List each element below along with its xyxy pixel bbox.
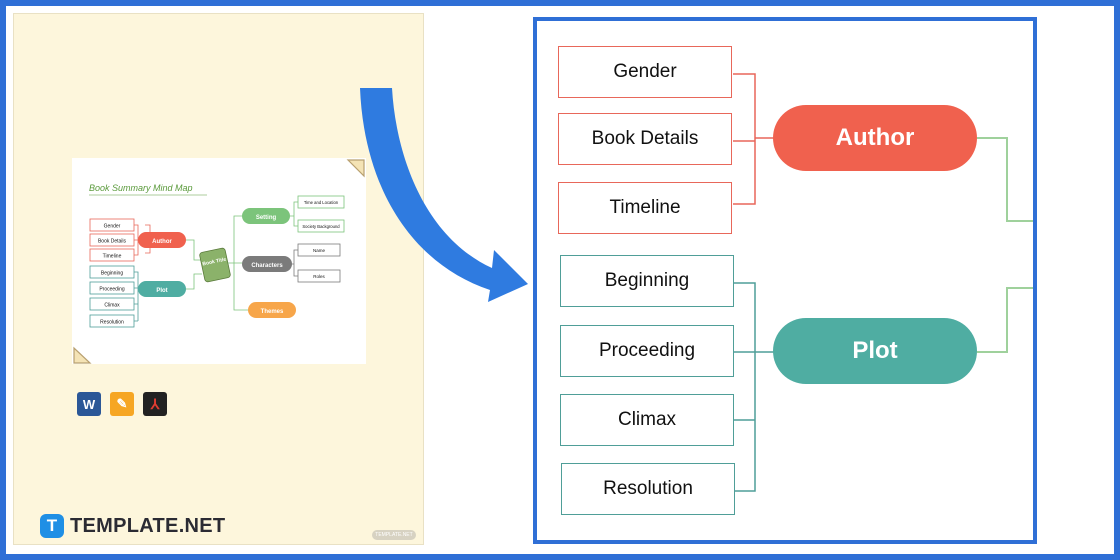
climax-box: Climax bbox=[560, 394, 734, 446]
thumb-themes: Themes bbox=[261, 309, 284, 315]
thumb-climax: Climax bbox=[104, 303, 120, 309]
zoom-arrow-icon bbox=[360, 88, 528, 302]
word-icon[interactable]: W bbox=[77, 392, 101, 416]
brand-name: TEMPLATE.NET bbox=[70, 514, 226, 537]
thumb-time-location: Time and Location bbox=[304, 200, 339, 205]
timeline-box: Timeline bbox=[558, 182, 732, 234]
book-details-box: Book Details bbox=[558, 113, 732, 165]
thumb-resolution: Resolution bbox=[100, 320, 124, 326]
thumb-author: Author bbox=[152, 239, 172, 245]
thumb-center: Book Title bbox=[202, 257, 227, 268]
file-format-icons: W ✎ ⅄ bbox=[77, 392, 167, 416]
thumb-timeline: Timeline bbox=[103, 254, 122, 260]
brand-mark-icon: T bbox=[40, 514, 64, 538]
thumb-characters: Characters bbox=[251, 263, 283, 269]
plot-node: Plot bbox=[773, 318, 977, 384]
pages-icon[interactable]: ✎ bbox=[110, 392, 134, 416]
proceeding-box: Proceeding bbox=[560, 325, 734, 377]
corner-marker-top bbox=[346, 159, 365, 178]
thumb-gender: Gender bbox=[104, 224, 121, 230]
thumb-name: Name bbox=[313, 248, 326, 253]
book-title-icon: Book Title bbox=[199, 247, 231, 283]
small-watermark: TEMPLATE.NET bbox=[372, 530, 416, 540]
thumb-beginning: Beginning bbox=[101, 271, 123, 277]
thumb-plot: Plot bbox=[156, 288, 167, 294]
beginning-box: Beginning bbox=[560, 255, 734, 307]
thumb-roles: Roles bbox=[313, 274, 325, 279]
thumb-book-details: Book Details bbox=[98, 239, 127, 245]
pdf-icon[interactable]: ⅄ bbox=[143, 392, 167, 416]
thumb-setting: Setting bbox=[256, 215, 277, 221]
brand-logo[interactable]: T TEMPLATE.NET bbox=[40, 514, 225, 538]
thumb-proceeding: Proceeding bbox=[99, 287, 125, 293]
zoomed-mind-map-panel: Gender Book Details Timeline Author Begi… bbox=[533, 17, 1037, 544]
author-node: Author bbox=[773, 105, 977, 171]
gender-box: Gender bbox=[558, 46, 732, 98]
resolution-box: Resolution bbox=[561, 463, 735, 515]
corner-marker-bottom bbox=[73, 346, 92, 364]
thumb-society: Society Background bbox=[302, 224, 340, 229]
mind-map-thumbnail[interactable]: Book Summary Mind Map Gender Book Detail… bbox=[72, 158, 366, 364]
thumb-title: Book Summary Mind Map bbox=[89, 183, 193, 193]
